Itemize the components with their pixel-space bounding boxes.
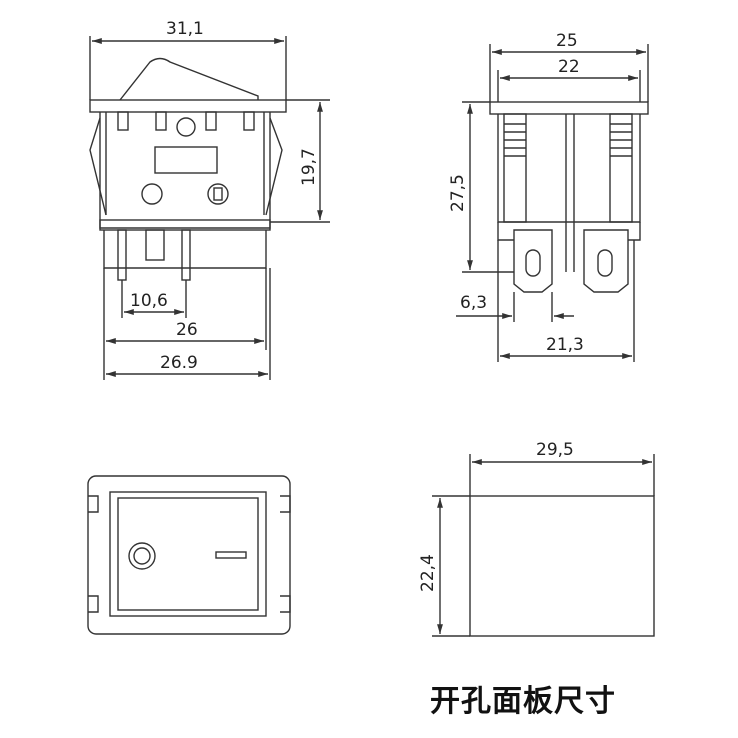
label-10-6: 10,6	[130, 291, 168, 311]
label-25: 25	[556, 31, 578, 51]
front-view	[89, 36, 330, 380]
label-26-9: 26.9	[160, 353, 198, 373]
label-19-7: 19,7	[299, 148, 319, 186]
label-22: 22	[558, 57, 580, 77]
label-29-5: 29,5	[536, 440, 574, 460]
label-27-5: 27,5	[448, 174, 468, 212]
label-26: 26	[176, 320, 198, 340]
label-22-4: 22,4	[418, 554, 438, 592]
panel-cutout-view	[432, 454, 655, 637]
caption-panel-cutout-size: 开孔面板尺寸	[430, 684, 616, 719]
side-view	[462, 44, 649, 362]
front-face-view	[87, 475, 291, 635]
label-31-1: 31,1	[166, 19, 204, 39]
label-21-3: 21,3	[546, 335, 584, 355]
label-6-3: 6,3	[460, 293, 487, 313]
